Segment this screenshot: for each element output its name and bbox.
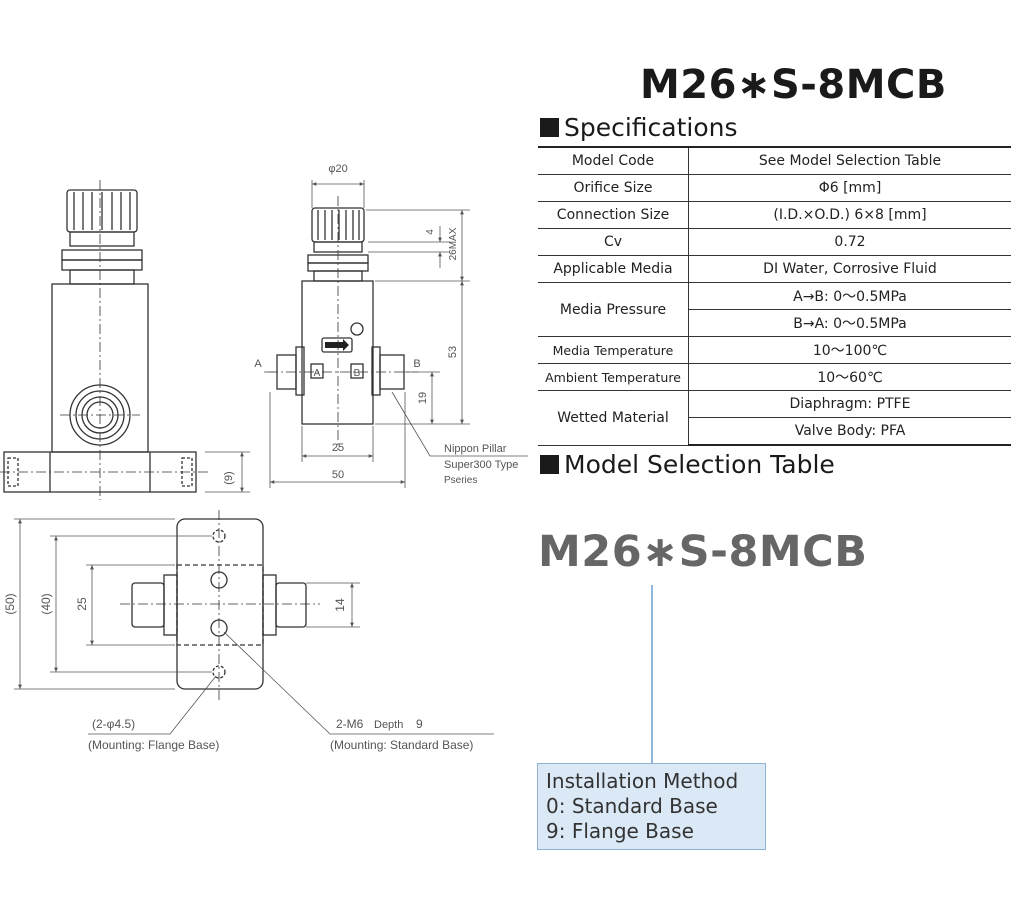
installation-option: 9: Flange Base <box>546 819 694 843</box>
spec-label: Connection Size <box>538 201 689 229</box>
dim-50-bottom-label: (50) <box>3 593 17 614</box>
table-row: Connection Size (I.D.×O.D.) 6×8 [mm] <box>538 201 1011 229</box>
spec-value: Diaphragm: PTFE <box>688 390 1011 418</box>
model-selection-heading-text: Model Selection Table <box>564 450 835 479</box>
specifications-heading-text: Specifications <box>564 113 738 142</box>
dim-14-label: 14 <box>333 598 347 612</box>
spec-value: 10〜60℃ <box>688 363 1011 391</box>
hole-standard-depth: Depth <box>374 719 403 731</box>
dim-26max-label: 26MAX <box>448 227 459 260</box>
spec-value: 0.72 <box>688 228 1011 256</box>
spec-value: Valve Body: PFA <box>688 417 1011 446</box>
spec-label: Applicable Media <box>538 255 689 283</box>
side-view-drawing <box>0 180 208 500</box>
dim-40-bottom-label: (40) <box>39 593 53 614</box>
heading-square-icon <box>540 455 559 474</box>
spec-label: Cv <box>538 228 689 256</box>
spec-value: DI Water, Corrosive Fluid <box>688 255 1011 283</box>
hole-standard-note: (Mounting: Standard Base) <box>330 738 473 752</box>
spec-value: (I.D.×O.D.) 6×8 [mm] <box>688 201 1011 229</box>
table-row: Cv 0.72 <box>538 228 1011 256</box>
fitting-note-3: Pseries <box>444 475 477 486</box>
specifications-table: Model Code See Model Selection Table Ori… <box>538 146 1011 446</box>
model-code: M26∗S-8MCB <box>538 527 868 577</box>
port-b-label: B <box>413 358 420 370</box>
spec-label: Orifice Size <box>538 174 689 202</box>
spec-label: Wetted Material <box>538 390 689 446</box>
dim-25-bottom-label: 25 <box>75 597 89 611</box>
installation-method-title: Installation Method <box>546 769 739 793</box>
spec-label: Media Temperature <box>538 336 689 364</box>
dim-19-label: 19 <box>417 392 429 404</box>
spec-label: Media Pressure <box>538 282 689 337</box>
spec-value: B→A: 0〜0.5MPa <box>688 309 1011 337</box>
table-row: B→A: 0〜0.5MPa <box>538 309 1011 337</box>
hole-flange-label: (2-φ4.5) <box>92 717 135 731</box>
port-a-tag: A <box>314 368 321 379</box>
dim-25-front-label: 25 <box>332 442 344 454</box>
plan-view-drawing <box>120 510 320 700</box>
table-row: Applicable Media DI Water, Corrosive Flu… <box>538 255 1011 283</box>
dim-50-front-label: 50 <box>332 469 344 481</box>
hole-standard-depth-value: 9 <box>416 717 423 731</box>
fitting-note-1: Nippon Pillar <box>444 443 507 455</box>
dim-53-label: 53 <box>447 346 459 358</box>
page-title: M26∗S-8MCB <box>640 62 947 108</box>
dim-phi20-label: φ20 <box>328 163 347 175</box>
spec-value: A→B: 0〜0.5MPa <box>688 282 1011 310</box>
port-b-tag: B <box>354 368 361 379</box>
fitting-note-2: Super300 Type <box>444 459 518 471</box>
table-row: Wetted Material Diaphragm: PTFE <box>538 390 1011 446</box>
spec-value: Φ6 [mm] <box>688 174 1011 202</box>
installation-method-box: Installation Method 0: Standard Base 9: … <box>537 763 766 850</box>
table-row: Ambient Temperature 10〜60℃ <box>538 363 1011 391</box>
specifications-heading: Specifications <box>540 113 738 142</box>
hole-standard-label: 2-M6 <box>336 717 364 731</box>
heading-square-icon <box>540 118 559 137</box>
front-view-drawing <box>268 196 412 450</box>
dim-9-label: (9) <box>223 471 235 484</box>
table-row: Valve Body: PFA <box>538 417 1011 446</box>
installation-option: 0: Standard Base <box>546 794 718 818</box>
spec-label: Ambient Temperature <box>538 363 689 391</box>
table-row: Orifice Size Φ6 [mm] <box>538 174 1011 202</box>
spec-value: 10〜100℃ <box>688 336 1011 364</box>
hole-flange-note: (Mounting: Flange Base) <box>88 738 219 752</box>
dim-4-label: 4 <box>425 229 436 235</box>
spec-label: Model Code <box>538 146 689 175</box>
table-row: Media Temperature 10〜100℃ <box>538 336 1011 364</box>
port-a-label: A <box>254 358 262 370</box>
spec-value: See Model Selection Table <box>688 146 1011 175</box>
table-row: Media Pressure A→B: 0〜0.5MPa <box>538 282 1011 337</box>
model-selection-heading: Model Selection Table <box>540 450 835 479</box>
table-row: Model Code See Model Selection Table <box>538 146 1011 175</box>
